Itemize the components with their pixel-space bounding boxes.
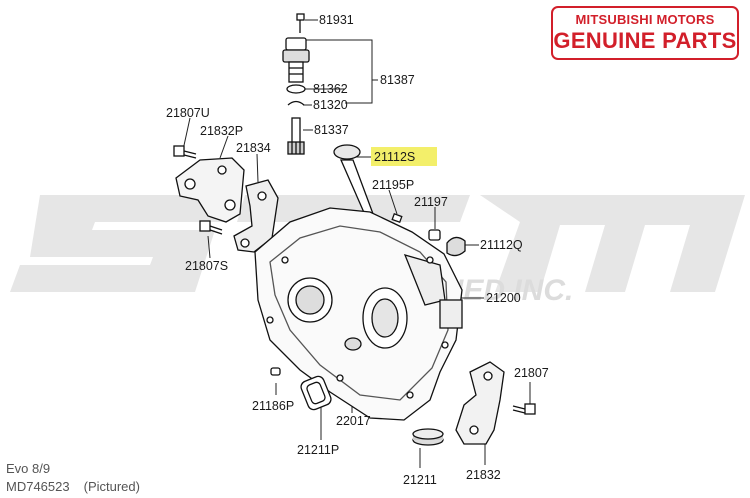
logo-brand-line: MITSUBISHI MOTORS (575, 12, 715, 27)
bracket-21832 (455, 361, 505, 445)
bracket-21834 (233, 179, 279, 253)
caption-part-number-value: MD746523 (6, 479, 70, 494)
watermark-letter-m (480, 195, 745, 292)
label-21834[interactable]: 21834 (236, 141, 271, 155)
label-81387[interactable]: 81387 (380, 73, 415, 87)
label-21195P[interactable]: 21195P (372, 178, 414, 192)
label-81337[interactable]: 81337 (314, 123, 349, 137)
label-22017[interactable]: 22017 (336, 414, 371, 428)
part-labels: 81931 81387 81362 81320 81337 21807U 218… (166, 13, 549, 487)
label-21807S[interactable]: 21807S (185, 259, 228, 273)
bolt-81931 (296, 13, 305, 33)
label-21112S[interactable]: 21112S (374, 150, 415, 164)
bolt-21807U (173, 145, 197, 159)
caption-model: Evo 8/9 (6, 461, 51, 476)
logo-genuine-line: GENUINE PARTS (553, 28, 737, 53)
label-21200[interactable]: 21200 (486, 291, 521, 305)
label-21211P[interactable]: 21211P (297, 443, 339, 457)
pin-21195P (391, 212, 403, 224)
cap-21112Q (446, 236, 466, 257)
grommet-21211 (412, 428, 444, 446)
caption-pictured-note: (Pictured) (83, 479, 140, 494)
bolt-21807S (199, 220, 223, 235)
o-ring-81362 (286, 84, 306, 94)
genuine-parts-logo: MITSUBISHI MOTORS GENUINE PARTS (551, 6, 739, 60)
label-21807[interactable]: 21807 (514, 366, 549, 380)
seal-22017 (344, 337, 362, 351)
pin-21186P (270, 367, 281, 376)
highlight-21112S (371, 147, 437, 166)
label-81320[interactable]: 81320 (313, 98, 348, 112)
label-21197[interactable]: 21197 (414, 195, 448, 209)
part-drawings (173, 13, 536, 446)
label-81362[interactable]: 81362 (313, 82, 348, 96)
speed-sensor-81387 (282, 37, 310, 83)
bolt-21807 (512, 403, 536, 415)
transfer-case-21200 (254, 207, 463, 421)
label-21186P[interactable]: 21186P (252, 399, 294, 413)
watermark-letter-s (10, 195, 235, 292)
plug-21197 (428, 229, 441, 241)
gasket-21211P (300, 375, 332, 411)
label-21112Q[interactable]: 21112Q (480, 238, 523, 252)
clip-81320 (287, 100, 305, 106)
caption-part-number: MD746523 (Pictured) (6, 479, 140, 494)
driven-gear-81337 (287, 117, 305, 155)
label-81931[interactable]: 81931 (319, 13, 354, 27)
label-21211[interactable]: 21211 (403, 473, 437, 487)
label-21807U[interactable]: 21807U (166, 106, 210, 120)
label-21832[interactable]: 21832 (466, 468, 501, 482)
label-21832P[interactable]: 21832P (200, 124, 243, 138)
